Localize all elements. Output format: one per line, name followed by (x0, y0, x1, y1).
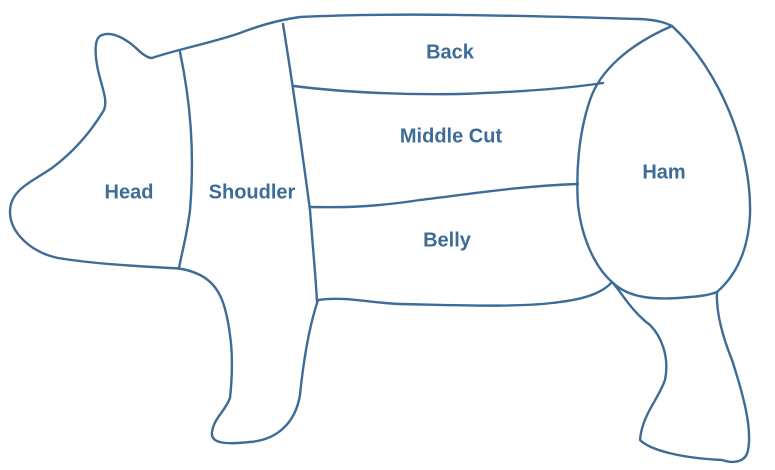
shoulder-body-divider (283, 24, 317, 302)
back-middle-divider (294, 83, 603, 94)
ham-label: Ham (642, 161, 685, 183)
back-label: Back (426, 41, 475, 63)
head-shoulder-divider (179, 52, 192, 268)
pig-body-outline (10, 15, 750, 462)
middle-belly-divider (310, 184, 578, 207)
belly-label: Belly (423, 229, 472, 251)
head-label: Head (105, 181, 154, 203)
middle-cut-label: Middle Cut (400, 125, 503, 147)
shoulder-label: Shoudler (209, 181, 296, 203)
